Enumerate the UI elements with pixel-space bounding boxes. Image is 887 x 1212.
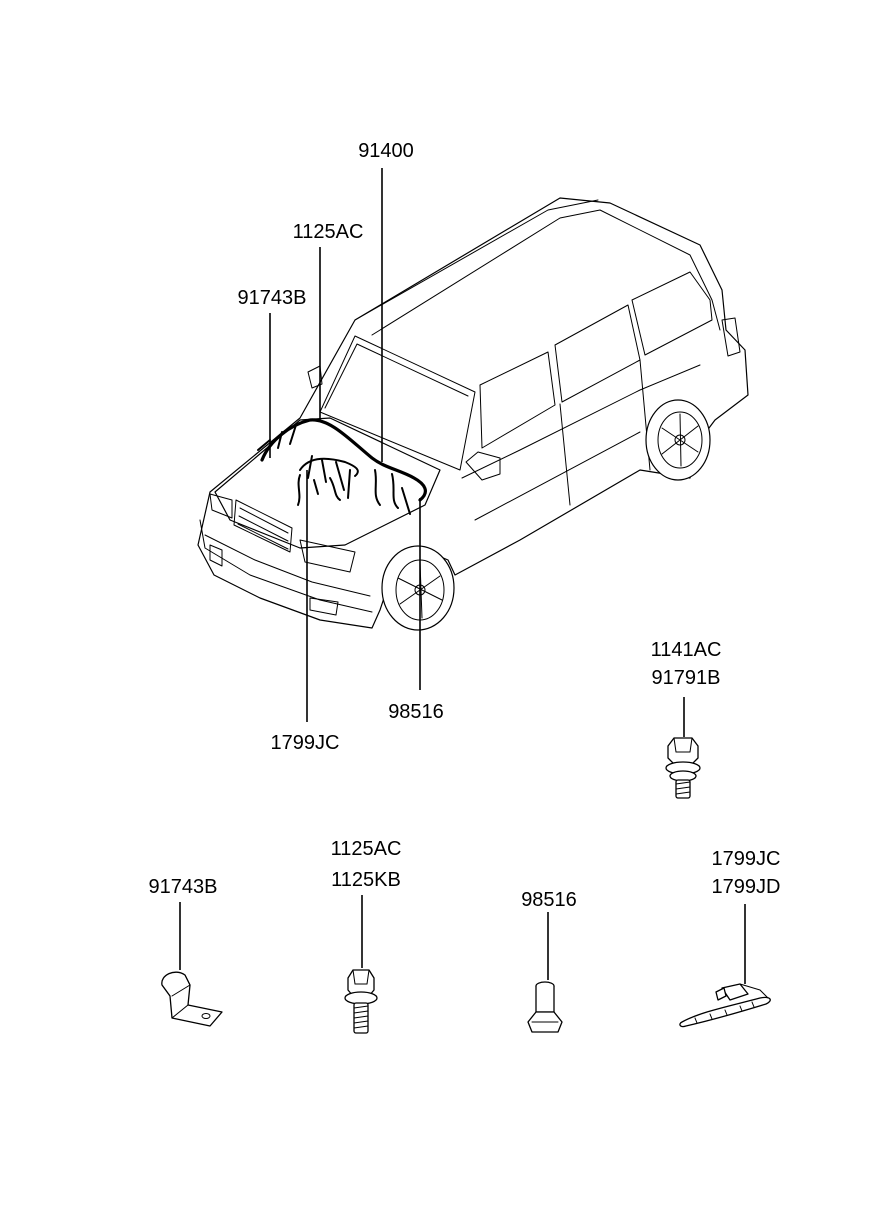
label-tie-part-b: 1799JD (712, 876, 781, 898)
label-grommet-part: 98516 (521, 889, 577, 911)
label-tie-part-a: 1799JC (712, 848, 781, 870)
grommet-part (527, 981, 563, 1033)
cable-tie-part (679, 983, 771, 1028)
clip-part (161, 971, 223, 1027)
label-clip-top: 91743B (238, 287, 307, 309)
wiring-harness (257, 418, 427, 515)
callout-labels: 91400 1125AC 91743B 1799JC 98516 1141AC … (149, 140, 781, 911)
label-bolt-top: 1125AC (293, 221, 364, 243)
label-bolt-part-b: 1125KB (331, 869, 401, 891)
label-flange-bolt-a: 1141AC (651, 639, 722, 661)
label-clip-part: 91743B (149, 876, 218, 898)
flange-bolt-part (665, 737, 701, 799)
bolt-part (344, 969, 378, 1034)
label-grommet-top: 98516 (388, 701, 444, 723)
label-harness: 91400 (358, 140, 414, 162)
vehicle-illustration (197, 197, 749, 631)
leader-lines (179, 168, 746, 984)
label-flange-bolt-b: 91791B (652, 667, 721, 689)
label-bolt-part-a: 1125AC (331, 838, 402, 860)
label-tie-top: 1799JC (271, 732, 340, 754)
